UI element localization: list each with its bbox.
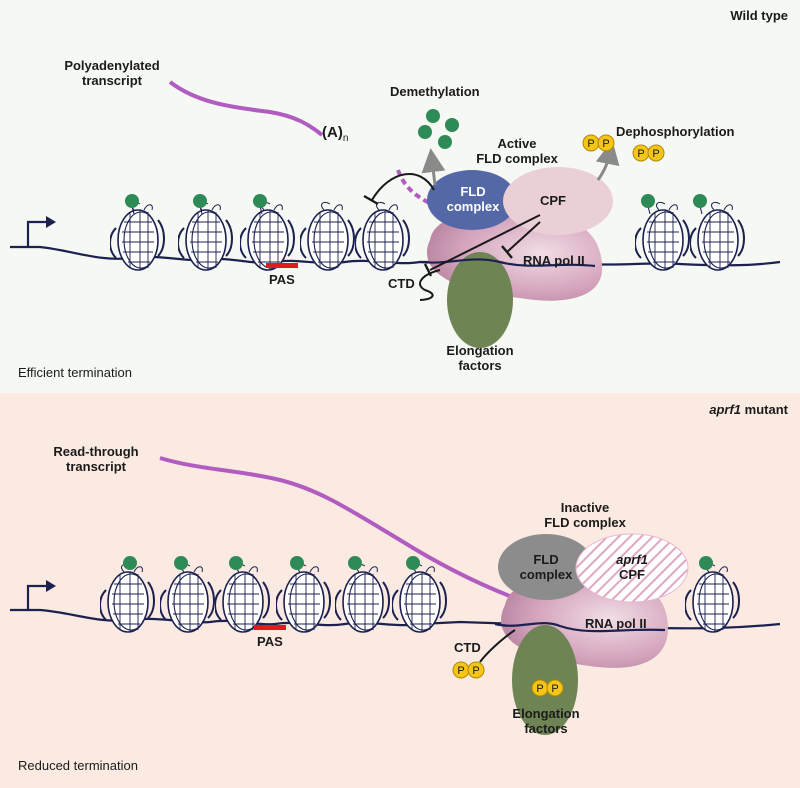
top-polyadenylated-transcript bbox=[168, 80, 324, 137]
bottom-condition-label: aprf1 mutant bbox=[709, 402, 788, 417]
transcript-label-line: Polyadenylated bbox=[64, 58, 160, 73]
cpf-label-line: CPF bbox=[619, 567, 645, 582]
top-rna-pol-ii-label: RNA pol II bbox=[523, 253, 585, 268]
active-fld-complex-label: Active FLD complex bbox=[462, 136, 572, 166]
phosphate-label: P bbox=[652, 148, 659, 160]
top-elongation-factors-shape bbox=[447, 252, 513, 348]
dephosphorylation-label: Dephosphorylation bbox=[616, 124, 735, 139]
condition-rest: mutant bbox=[741, 402, 788, 417]
nucleosome bbox=[300, 201, 355, 271]
phosphate-label: P bbox=[551, 683, 558, 695]
phosphate-label: P bbox=[472, 665, 479, 677]
bottom-elongation-phosphates: P P bbox=[531, 679, 564, 697]
elongation-label-line: Elongation bbox=[446, 343, 514, 358]
phosphate-label: P bbox=[637, 148, 644, 160]
bottom-fld-complex-shape bbox=[498, 534, 594, 600]
nucleosome bbox=[635, 201, 690, 271]
phosphate-label: P bbox=[587, 138, 594, 150]
nucleosome bbox=[240, 201, 295, 271]
bottom-aprf1-cpf-shape bbox=[575, 533, 689, 603]
methyl-mark bbox=[193, 194, 207, 208]
active-label-line: Active bbox=[497, 136, 537, 151]
top-ctd-tail bbox=[429, 214, 541, 271]
polya-text: (A) bbox=[322, 124, 343, 141]
inactive-label-line: Inactive bbox=[560, 500, 610, 515]
bottom-read-through-transcript bbox=[159, 456, 521, 602]
top-caption: Efficient termination bbox=[18, 365, 132, 380]
top-released-methyl-groups bbox=[418, 109, 459, 149]
nucleosome bbox=[335, 563, 390, 633]
top-methyl-marks bbox=[125, 194, 707, 215]
top-transcript-label: Polyadenylated transcript bbox=[56, 58, 168, 88]
top-pas-site bbox=[266, 263, 298, 268]
methyl-mark bbox=[125, 194, 139, 208]
phosphate-label: P bbox=[602, 138, 609, 150]
top-cpf-label: CPF bbox=[540, 193, 566, 208]
fld-label-line: complex bbox=[446, 199, 500, 214]
bottom-pas-site bbox=[254, 625, 286, 630]
elongation-label-line: factors bbox=[524, 721, 568, 736]
top-phosphate-pair-2: P P bbox=[632, 144, 665, 162]
bottom-rna-pol-ii-label: RNA pol II bbox=[585, 616, 647, 631]
transcript-label-line: transcript bbox=[66, 459, 126, 474]
inactive-label-line: FLD complex bbox=[544, 515, 626, 530]
top-pas-label: PAS bbox=[269, 272, 295, 287]
transcript-label-line: transcript bbox=[82, 73, 142, 88]
nucleosome bbox=[355, 201, 410, 271]
fld-label-line: FLD bbox=[533, 552, 559, 567]
demethylation-label: Demethylation bbox=[390, 84, 480, 99]
top-nucleosomes bbox=[110, 201, 745, 271]
bottom-methyl-marks bbox=[123, 556, 713, 570]
top-condition-label: Wild type bbox=[730, 8, 788, 23]
bottom-aprf1-cpf-label: aprf1 CPF bbox=[604, 552, 660, 582]
methyl-mark bbox=[253, 194, 267, 208]
bottom-ctd-phosphates: P P bbox=[452, 661, 485, 679]
elongation-label-line: Elongation bbox=[512, 706, 580, 721]
bottom-ctd-tail bbox=[479, 629, 516, 663]
condition-italic: aprf1 bbox=[709, 402, 742, 417]
nucleosome bbox=[685, 563, 740, 633]
polya-tail-label: (A)n bbox=[322, 124, 348, 144]
top-tss-arrow bbox=[26, 216, 56, 247]
bottom-transcript-label: Read-through transcript bbox=[40, 444, 152, 474]
top-ctd-label: CTD bbox=[388, 276, 415, 291]
active-label-line: FLD complex bbox=[476, 151, 558, 166]
cpf-label-line: aprf1 bbox=[616, 552, 648, 567]
phosphate-label: P bbox=[457, 665, 464, 677]
nucleosome bbox=[100, 563, 155, 633]
top-cpf-shape bbox=[503, 167, 613, 235]
fld-label-line: complex bbox=[519, 567, 573, 582]
phosphate-label: P bbox=[536, 683, 543, 695]
methyl-mark bbox=[693, 194, 707, 208]
nucleosome bbox=[276, 563, 331, 633]
inactive-fld-complex-label: Inactive FLD complex bbox=[530, 500, 640, 530]
bottom-fld-complex-label: FLD complex bbox=[512, 552, 580, 582]
bottom-caption: Reduced termination bbox=[18, 758, 138, 773]
top-elongation-factors-label: Elongation factors bbox=[434, 343, 526, 373]
elongation-label-line: factors bbox=[458, 358, 502, 373]
fld-label-line: FLD bbox=[460, 184, 486, 199]
bottom-elongation-factors-shape bbox=[512, 625, 578, 735]
bottom-tss-arrow bbox=[26, 580, 56, 610]
transcript-label-line: Read-through bbox=[53, 444, 139, 459]
nucleosome bbox=[690, 201, 745, 271]
polya-subscript: n bbox=[342, 133, 349, 144]
bottom-elongation-factors-label: Elongation factors bbox=[500, 706, 592, 736]
methyl-mark bbox=[641, 194, 655, 208]
nucleosome bbox=[392, 563, 447, 633]
bottom-pas-label: PAS bbox=[257, 634, 283, 649]
top-fld-complex-label: FLD complex bbox=[440, 184, 506, 214]
top-phosphate-pair-1: P P bbox=[582, 134, 615, 152]
top-fld-complex-shape bbox=[427, 170, 517, 230]
bottom-ctd-label: CTD bbox=[454, 640, 481, 655]
